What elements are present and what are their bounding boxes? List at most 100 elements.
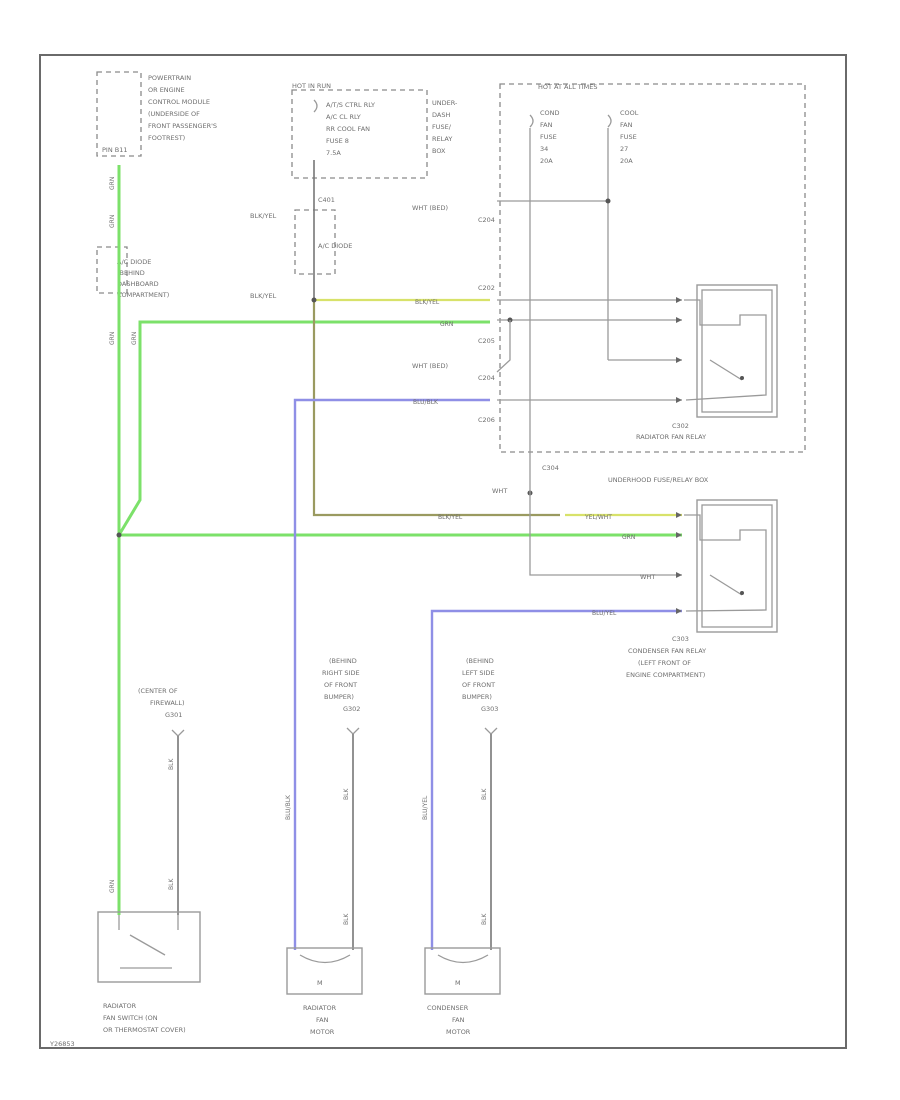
cool-fan-fuse-5: 20A <box>620 157 633 165</box>
wire-label-grn-1: GRN <box>109 177 116 190</box>
cool-fan-fuse-1: COOL <box>620 109 639 117</box>
radiator-motor-label-3: MOTOR <box>310 1028 335 1036</box>
wire-label-grn-4: GRN <box>131 332 138 345</box>
ground-right-label-4: BUMPER) <box>324 693 354 701</box>
wire-label-wht-cond: WHT <box>492 487 507 495</box>
underhood-box-label: UNDERHOOD FUSE/RELAY BOX <box>608 476 709 484</box>
ground-right-label-5: G302 <box>343 705 360 713</box>
wire-label-blk-yel-4: BLK/YEL <box>438 514 463 521</box>
radiator-switch-label-1: RADIATOR <box>103 1002 137 1010</box>
condenser-relay-conn: C303 <box>672 635 689 643</box>
pcm-block: POWERTRAIN OR ENGINE CONTROL MODULE (UND… <box>96 71 217 157</box>
condenser-relay-label-1: CONDENSER FAN RELAY <box>628 647 706 655</box>
cond-fan-fuse-3: FUSE <box>540 133 557 141</box>
fuse8-label-5: 7.5A <box>326 149 341 157</box>
ground-right-label-3: OF FRONT <box>324 681 357 689</box>
ac-diode-label-3: DASHBOARD <box>117 280 159 288</box>
connector-c401: C401 <box>318 196 335 204</box>
ground-right-label-2: RIGHT SIDE <box>322 669 360 677</box>
wire-label-wht-lower: WHT (BED) <box>412 362 448 370</box>
underdash-label-5: BOX <box>432 147 446 155</box>
radiator-fan-switch: RADIATOR FAN SWITCH (ON OR THERMOSTAT CO… <box>97 911 201 1034</box>
cool-fan-fuse-4: 27 <box>620 145 628 153</box>
radiator-switch-label-3: OR THERMOSTAT COVER) <box>103 1026 186 1034</box>
wire-label-blk-5: BLK <box>481 788 488 800</box>
wire-label-wht-upper: WHT (BED) <box>412 204 448 212</box>
pcm-label-4: (UNDERSIDE OF <box>148 110 200 118</box>
wire-label-blk-2: BLK <box>168 878 175 890</box>
wire-label-blk-1: BLK <box>168 758 175 770</box>
cond-fan-fuse-2: FAN <box>540 121 553 129</box>
wire-label-blu-blk-2: BLU/BLK <box>285 794 292 820</box>
ground-left-label-2: LEFT SIDE <box>462 669 495 677</box>
wire-label-grn-7: GRN <box>622 534 635 541</box>
ground-firewall-label-2: FIREWALL) <box>150 699 185 707</box>
ac-diode-block: A/C DIODE (BEHIND DASHBOARD COMPARTMENT) <box>96 246 169 299</box>
fuse8-label-4: FUSE 8 <box>326 137 349 145</box>
grn-wire-path: GRN GRN GRN GRN GRN GRN GRN <box>109 165 682 915</box>
condenser-fan-motor: M CONDENSER FAN MOTOR <box>424 947 501 1036</box>
wire-label-blk-yel-1: BLK/YEL <box>250 212 277 220</box>
ac-diode-label-4: COMPARTMENT) <box>117 291 169 299</box>
radiator-fan-motor: M RADIATOR FAN MOTOR <box>286 947 363 1036</box>
radiator-motor-label-1: RADIATOR <box>303 1004 337 1012</box>
ground-left-label-3: OF FRONT <box>462 681 495 689</box>
pcm-label-3: CONTROL MODULE <box>148 98 210 106</box>
pcm-label-1: POWERTRAIN <box>148 74 191 82</box>
diagram-frame <box>39 54 847 1049</box>
condenser-relay-label-3: ENGINE COMPARTMENT) <box>626 671 705 679</box>
pcm-label-5: FRONT PASSENGER'S <box>148 122 217 130</box>
ground-left-label-5: G303 <box>481 705 498 713</box>
ac-diode-label-1: A/C DIODE <box>117 258 151 266</box>
condenser-motor-label-1: CONDENSER <box>427 1004 469 1012</box>
ground-left-label-4: BUMPER) <box>462 693 492 701</box>
ground-right-bumper: (BEHIND RIGHT SIDE OF FRONT BUMPER) G302… <box>322 657 360 950</box>
condenser-motor-label-3: MOTOR <box>446 1028 471 1036</box>
wire-label-blk-3: BLK <box>343 788 350 800</box>
ac-diode-label-2: (BEHIND <box>117 269 145 277</box>
underdash-fuse-box: HOT IN RUN A/T/S CTRL RLY A/C CL RLY RR … <box>250 82 458 275</box>
wire-label-blk-yel-3: BLK/YEL <box>415 299 440 306</box>
cond-fan-fuse-5: 20A <box>540 157 553 165</box>
wire-label-yel-wht: YEL/WHT <box>584 514 612 521</box>
wire-label-wht-relay: WHT <box>640 573 655 581</box>
fuse8-label-3: RR COOL FAN <box>326 125 370 133</box>
fuse8-label-2: A/C CL RLY <box>326 113 361 121</box>
cond-fan-fuse-4: 34 <box>540 145 548 153</box>
ground-left-bumper: (BEHIND LEFT SIDE OF FRONT BUMPER) G303 … <box>462 657 498 950</box>
wire-label-grn-3: GRN <box>109 332 116 345</box>
wire-label-blu-blk-1: BLU/BLK <box>413 399 439 406</box>
wire-label-grn-2: GRN <box>109 215 116 228</box>
connector-c202: C202 <box>478 284 495 292</box>
connector-c304: C304 <box>542 464 559 472</box>
connector-c204b: C204 <box>478 374 495 382</box>
pcm-pin-label: PIN B11 <box>102 146 128 154</box>
underdash-label-2: DASH <box>432 111 450 119</box>
radiator-fan-relay-label: RADIATOR FAN RELAY <box>636 433 706 441</box>
condenser-relay-label-2: (LEFT FRONT OF <box>638 659 691 667</box>
condenser-fan-relay: C303 CONDENSER FAN RELAY (LEFT FRONT OF … <box>626 499 778 679</box>
ground-firewall: (CENTER OF FIREWALL) G301 BLK BLK <box>138 687 185 915</box>
connector-c204: C204 <box>478 216 495 224</box>
ground-firewall-label-1: (CENTER OF <box>138 687 178 695</box>
pcm-label-2: OR ENGINE <box>148 86 185 94</box>
wire-label-grn-5: GRN <box>109 880 116 893</box>
wire-label-grn-6: GRN <box>440 321 453 328</box>
connector-c205: C205 <box>478 337 495 345</box>
hot-at-all-times-label: HOT AT ALL TIMES <box>538 83 598 91</box>
underdash-label-1: UNDER- <box>432 99 458 107</box>
pcm-label-6: FOOTREST) <box>148 134 185 142</box>
wire-label-blk-4: BLK <box>343 913 350 925</box>
cool-fan-fuse-2: FAN <box>620 121 633 129</box>
connector-ac-diode: A/C DIODE <box>318 242 352 250</box>
radiator-motor-m: M <box>317 979 323 987</box>
cool-fan-fuse-3: FUSE <box>620 133 637 141</box>
fuse8-label-1: A/T/S CTRL RLY <box>326 101 375 109</box>
radiator-fan-relay-conn: C302 <box>672 422 689 430</box>
radiator-motor-label-2: FAN <box>316 1016 329 1024</box>
ground-right-label-1: (BEHIND <box>329 657 357 665</box>
underhood-fuse-box: HOT AT ALL TIMES COND FAN FUSE 34 20A CO… <box>412 83 806 484</box>
blu-blk-wire-path: BLU/BLK BLU/BLK <box>285 398 490 950</box>
condenser-motor-label-2: FAN <box>452 1016 465 1024</box>
connector-c206: C206 <box>478 416 495 424</box>
